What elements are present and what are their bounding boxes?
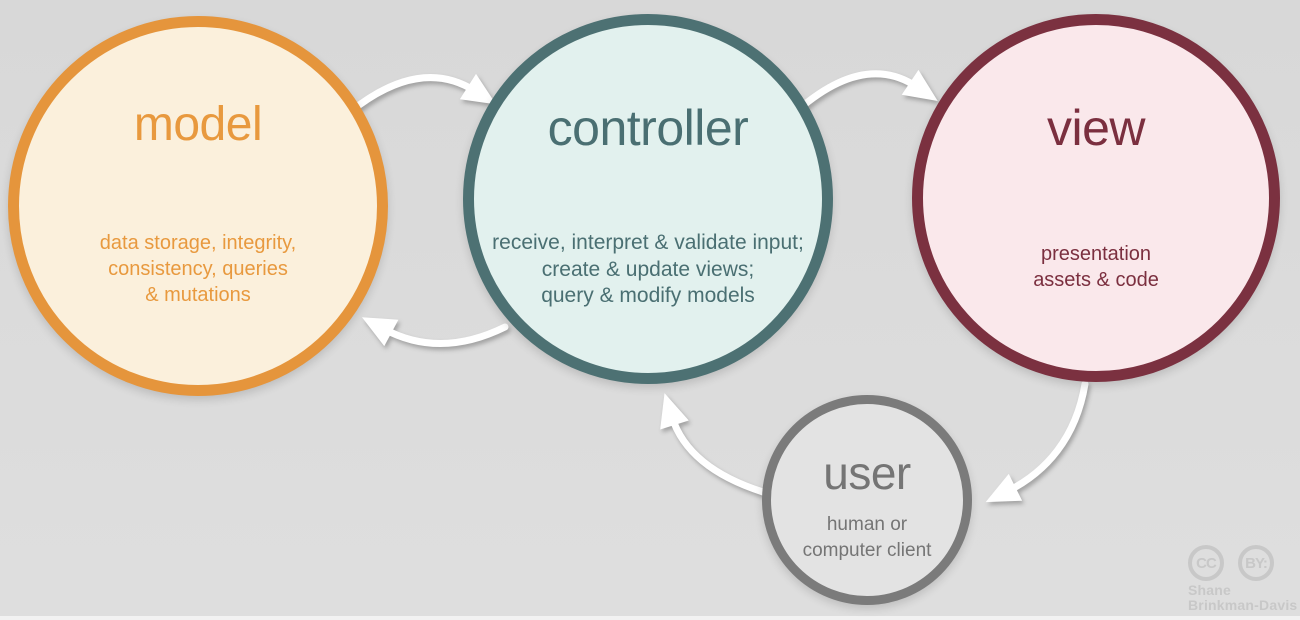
user-description-line: human or bbox=[826, 514, 908, 535]
view-description-line: assets & code bbox=[1033, 269, 1159, 291]
arrow-model-to-controller bbox=[346, 73, 497, 116]
cc-by-icon: BY: bbox=[1238, 545, 1274, 581]
license-badges: CC BY: bbox=[1188, 545, 1297, 581]
model-description-line: data storage, integrity, bbox=[99, 232, 297, 254]
author-name-line: Brinkman-Davis bbox=[1188, 597, 1298, 614]
model-title: model bbox=[133, 98, 263, 151]
model-description: data storage, integrity, consistency, qu… bbox=[19, 230, 377, 308]
model-description-line: consistency, queries bbox=[108, 258, 288, 280]
node-controller: controller receive, interpret & validate… bbox=[463, 14, 833, 384]
arrow-controller-to-model bbox=[361, 317, 509, 347]
view-description: presentation assets & code bbox=[923, 241, 1269, 293]
node-view: view presentation assets & code bbox=[912, 14, 1280, 382]
controller-description: receive, interpret & validate input; cre… bbox=[474, 230, 822, 310]
cc-icon: CC bbox=[1188, 545, 1224, 581]
author-name-line: Shane bbox=[1188, 582, 1232, 598]
view-title: view bbox=[1046, 100, 1146, 156]
model-description-line: & mutations bbox=[145, 284, 251, 306]
user-description: human or computer client bbox=[771, 512, 963, 563]
node-user: user human or computer client bbox=[762, 395, 972, 605]
arrow-user-to-controller bbox=[660, 393, 767, 496]
view-description-line: presentation bbox=[1040, 243, 1152, 265]
bottom-edge-highlight bbox=[0, 616, 1300, 620]
controller-description-line: query & modify models bbox=[541, 284, 755, 307]
controller-description-line: receive, interpret & validate input; bbox=[492, 231, 804, 254]
controller-title: controller bbox=[547, 100, 749, 156]
arrow-controller-to-view bbox=[794, 69, 938, 114]
controller-description-line: create & update views; bbox=[541, 257, 755, 281]
license-credit: CC BY: Shane Brinkman-Davis bbox=[1188, 545, 1297, 613]
author-credit: Shane Brinkman-Davis bbox=[1188, 582, 1298, 614]
arrow-view-to-user bbox=[985, 380, 1089, 503]
user-title: user bbox=[823, 447, 911, 499]
node-model: model data storage, integrity, consisten… bbox=[8, 16, 388, 396]
user-description-line: computer client bbox=[802, 539, 932, 561]
